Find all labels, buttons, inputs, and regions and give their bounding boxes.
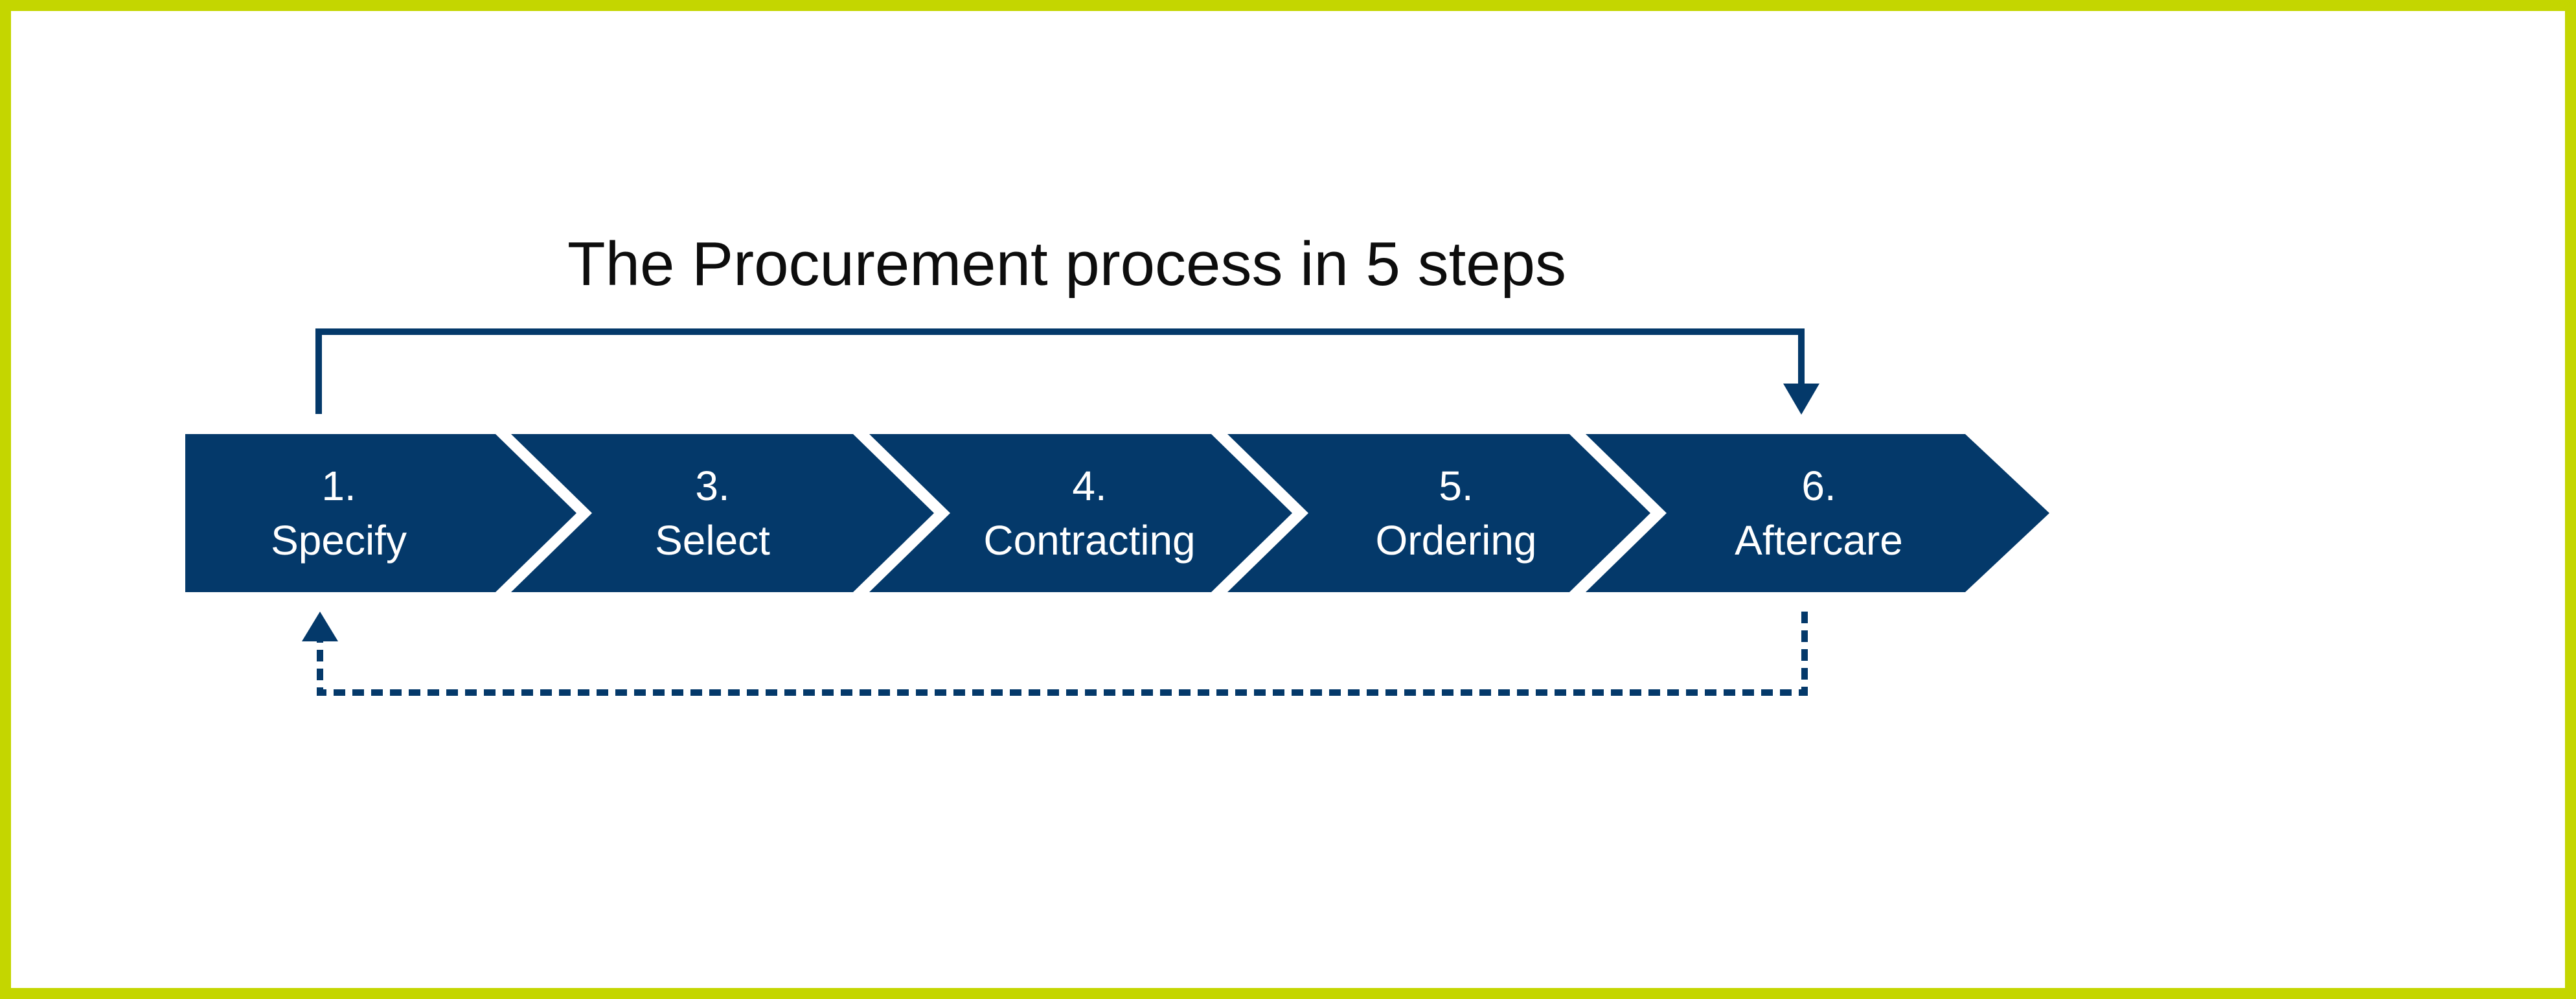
diagram-title: The Procurement process in 5 steps: [567, 229, 1566, 299]
step-number: 1.: [321, 463, 356, 509]
chevron-step-2: 3. Select: [511, 434, 934, 592]
step-label: Contracting: [983, 517, 1195, 564]
chevron-step-3: 4. Contracting: [869, 434, 1292, 592]
step-label: Select: [655, 517, 770, 564]
chevron-shape-4: [1227, 434, 1650, 592]
step-number: 5.: [1439, 463, 1473, 509]
return-arrow-up-arrowhead-icon: [302, 612, 338, 641]
chevron-shape-3: [869, 434, 1292, 592]
return-arrow-line: [317, 612, 1808, 696]
forward-arrow-down-arrowhead-icon: [1783, 384, 1819, 415]
step-number: 4.: [1072, 463, 1106, 509]
chevron-step-4: 5. Ordering: [1227, 434, 1650, 592]
chevron-step-1: 1. Specify: [185, 434, 576, 592]
chevron-shape-5: [1586, 434, 2049, 592]
chevron-shape-2: [511, 434, 934, 592]
step-number: 3.: [695, 463, 729, 509]
step-label: Aftercare: [1735, 517, 1903, 564]
forward-arrow-line: [315, 328, 1805, 414]
chevron-step-5: 6. Aftercare: [1586, 434, 2049, 592]
step-label: Specify: [271, 517, 407, 564]
chevron-shape-1: [185, 434, 576, 592]
step-label: Ordering: [1376, 517, 1537, 564]
step-number: 6.: [1801, 463, 1836, 509]
